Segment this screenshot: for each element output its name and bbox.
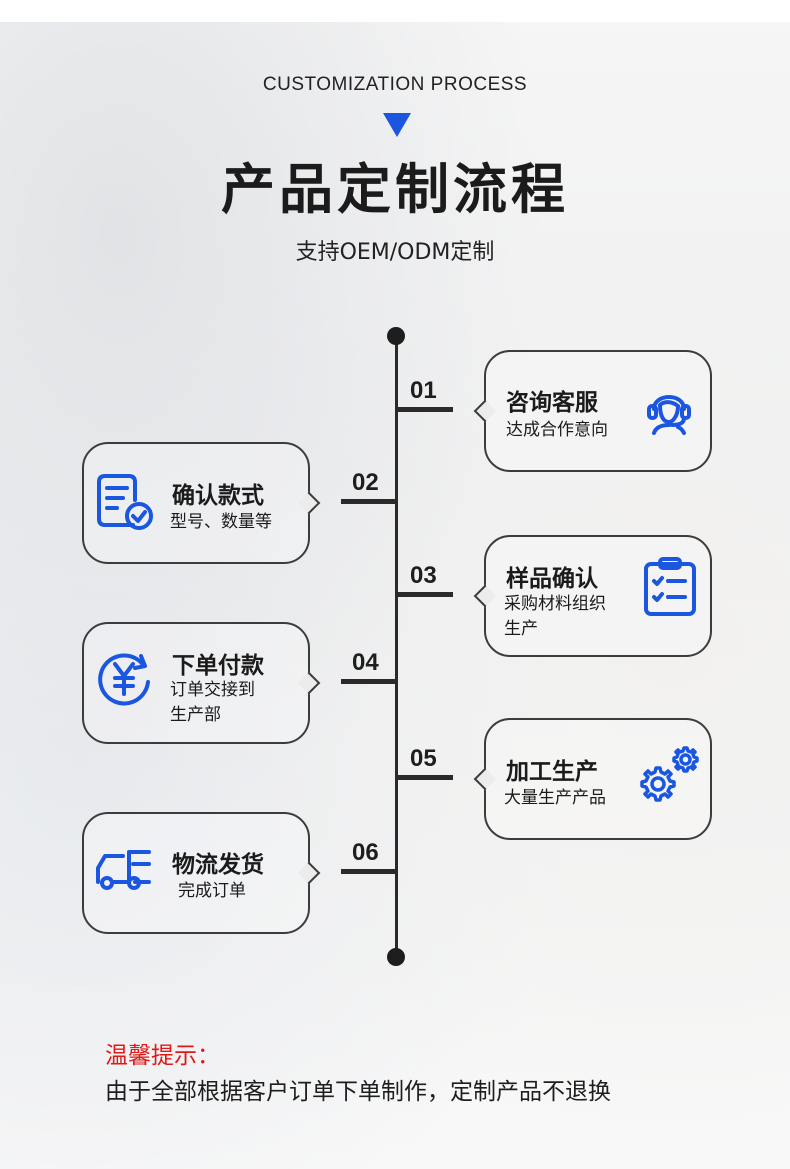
gears-icon	[640, 746, 699, 802]
step-connector	[341, 679, 397, 684]
step-title: 加工生产	[506, 759, 598, 785]
tip-text: 由于全部根据客户订单下单制作，定制产品不退换	[105, 1079, 611, 1105]
step-number: 02	[352, 469, 379, 496]
step-number: 06	[352, 839, 379, 866]
step-title: 确认款式	[172, 483, 264, 509]
page-subtitle: 支持OEM/ODM定制	[295, 240, 495, 265]
document-check-icon	[97, 474, 153, 530]
step-connector	[397, 592, 453, 597]
customer-service-icon	[647, 395, 691, 435]
timeline-start-dot	[387, 327, 405, 345]
step-desc: 生产	[504, 619, 538, 639]
step-connector	[341, 499, 397, 504]
step-connector	[397, 775, 453, 780]
page-title: 产品定制流程	[221, 158, 569, 221]
step-card-06	[82, 812, 321, 934]
step-desc: 型号、数量等	[170, 512, 272, 532]
step-title: 咨询客服	[506, 390, 598, 416]
step-number: 05	[410, 745, 437, 772]
step-card-04	[82, 622, 321, 744]
step-number: 03	[410, 562, 437, 589]
yuan-payment-icon	[98, 653, 150, 706]
step-card-05	[473, 718, 712, 840]
tip-title: 温馨提示：	[105, 1043, 220, 1069]
step-desc: 完成订单	[178, 881, 246, 901]
step-desc: 采购材料组织	[504, 594, 606, 614]
step-title: 下单付款	[172, 653, 264, 679]
english-title: CUSTOMIZATION PROCESS	[262, 74, 528, 95]
step-desc: 订单交接到	[170, 680, 255, 700]
step-number: 04	[352, 649, 379, 676]
timeline-end-dot	[387, 948, 405, 966]
delivery-truck-icon	[96, 850, 151, 890]
step-card-01	[473, 350, 712, 472]
step-desc: 达成合作意向	[506, 420, 608, 440]
step-connector	[397, 407, 453, 412]
step-title: 物流发货	[172, 852, 264, 878]
step-connector	[341, 869, 397, 874]
step-title: 样品确认	[506, 566, 598, 592]
clipboard-check-icon	[644, 557, 696, 616]
top-strip	[0, 0, 790, 22]
step-desc: 大量生产产品	[504, 788, 606, 808]
step-desc: 生产部	[170, 705, 221, 725]
step-card-02	[82, 442, 321, 564]
step-number: 01	[410, 377, 437, 404]
down-triangle-icon	[383, 113, 411, 137]
timeline-spine	[395, 336, 398, 958]
